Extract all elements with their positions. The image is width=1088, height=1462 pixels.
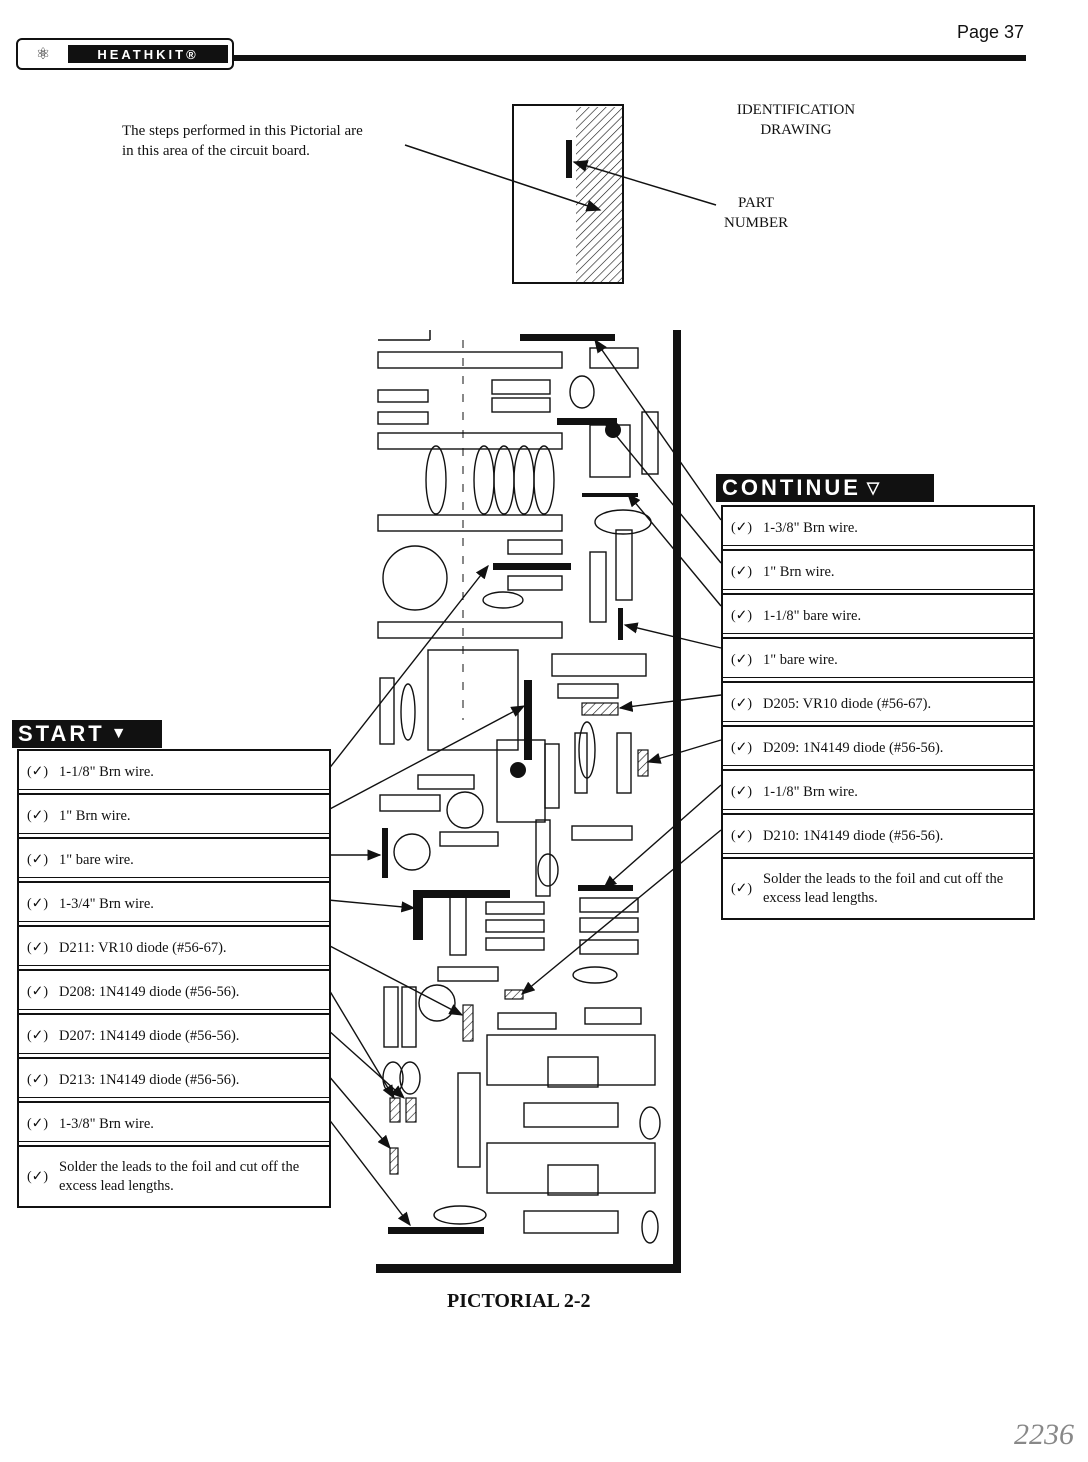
continue-step-3: (✓) 1-1/8" bare wire. [723,595,1033,639]
header-rule [230,55,1026,61]
checkbox[interactable]: (✓) [27,1028,49,1044]
step-text: D209: 1N4149 diode (#56-56). [763,740,944,756]
installed-wires [382,334,638,1234]
start-step-2: (✓) 1" Brn wire. [19,795,329,839]
step-text: 1-1/8" Brn wire. [763,784,858,800]
page-number: Page 37 [956,22,1024,42]
step-text: 1" bare wire. [59,852,134,868]
checkbox[interactable]: (✓) [27,764,49,780]
continue-step-2: (✓) 1" Brn wire. [723,551,1033,595]
checkbox[interactable]: (✓) [27,940,49,956]
checkbox[interactable]: (✓) [731,881,753,896]
checkbox[interactable]: (✓) [731,652,753,668]
step-text: 1-1/8" bare wire. [763,608,862,624]
continue-step-7: (✓) 1-1/8" Brn wire. [723,771,1033,815]
start-banner-label: START [18,721,105,746]
continue-banner-label: CONTINUE [722,475,861,500]
checkbox[interactable]: (✓) [27,1072,49,1088]
start-step-5: (✓) D211: VR10 diode (#56-67). [19,927,329,971]
intro-text: The steps performed in this Pictorial ar… [122,121,452,161]
handwritten-note: 2236 [1014,1418,1074,1451]
part-number-label: PART NUMBER [724,193,788,233]
start-step-8: (✓) D213: 1N4149 diode (#56-56). [19,1059,329,1103]
checkbox[interactable]: (✓) [731,564,753,580]
board-outline [376,330,681,1273]
step-text: Solder the leads to the foil and cut off… [59,1159,300,1194]
checkbox[interactable]: (✓) [731,608,753,624]
arrow-down-icon: ▼ [110,725,130,742]
installed-diodes [389,702,649,1175]
checkbox[interactable]: (✓) [731,784,753,800]
step-text: 1-3/8" Brn wire. [763,520,858,536]
start-steps: (✓) 1-1/8" Brn wire. (✓) 1" Brn wire. (✓) 1… [17,749,331,1208]
checkbox[interactable]: (✓) [27,808,49,824]
part-line-2: NUMBER [724,215,789,231]
heathkit-logo: ⚛ HEATHKIT® [16,38,234,70]
atom-icon: ⚛ [35,46,51,63]
checkbox[interactable]: (✓) [27,1169,49,1184]
logo-text: HEATHKIT® [68,45,228,63]
start-step-7: (✓) D207: 1N4149 diode (#56-56). [19,1015,329,1059]
start-step-10: (✓) Solder the leads to the foil and cut … [19,1147,329,1206]
continue-step-8: (✓) D210: 1N4149 diode (#56-56). [723,815,1033,859]
continue-step-6: (✓) D209: 1N4149 diode (#56-56). [723,727,1033,771]
step-text: D207: 1N4149 diode (#56-56). [59,1028,240,1044]
continue-step-4: (✓) 1" bare wire. [723,639,1033,683]
identification-drawing [404,104,717,284]
checkbox[interactable]: (✓) [27,1116,49,1132]
part-line-1: PART [738,195,775,211]
continue-banner: CONTINUE ▽ [716,474,934,502]
checkbox[interactable]: (✓) [27,984,49,1000]
checkbox[interactable]: (✓) [731,696,753,712]
step-text: 1-3/4" Brn wire. [59,896,154,912]
step-text: D211: VR10 diode (#56-67). [59,940,227,956]
identification-line-2: DRAWING [760,122,832,138]
step-text: D213: 1N4149 diode (#56-56). [59,1072,240,1088]
arrow-down-outline-icon: ▽ [866,480,883,497]
continue-step-9: (✓) Solder the leads to the foil and cut … [723,859,1033,918]
continue-step-5: (✓) D205: VR10 diode (#56-67). [723,683,1033,727]
identification-line-1: IDENTIFICATION [736,102,856,118]
step-text: D210: 1N4149 diode (#56-56). [763,828,944,844]
step-text: 1-1/8" Brn wire. [59,764,154,780]
step-text: Solder the leads to the foil and cut off… [763,871,1004,906]
step-text: 1" Brn wire. [59,808,131,824]
step-text: 1-3/8" Brn wire. [59,1116,154,1132]
pictorial-caption: PICTORIAL 2-2 [447,1290,591,1312]
identification-label: IDENTIFICATION DRAWING [726,100,866,140]
continue-steps: (✓) 1-3/8" Brn wire. (✓) 1" Brn wire. (✓) 1… [721,505,1035,920]
continue-step-1: (✓) 1-3/8" Brn wire. [723,507,1033,551]
start-step-6: (✓) D208: 1N4149 diode (#56-56). [19,971,329,1015]
board-components [377,347,661,1244]
start-leader-lines [327,564,526,1227]
step-text: 1" bare wire. [763,652,838,668]
step-text: D205: VR10 diode (#56-67). [763,696,932,712]
start-banner: START ▼ [12,720,162,748]
step-text: 1" Brn wire. [763,564,835,580]
checkbox[interactable]: (✓) [27,896,49,912]
checkbox[interactable]: (✓) [27,852,49,868]
start-step-3: (✓) 1" bare wire. [19,839,329,883]
checkbox[interactable]: (✓) [731,520,753,536]
continue-leader-lines [520,338,722,995]
intro-line-2: in this area of the circuit board. [122,143,310,159]
start-step-4: (✓) 1-3/4" Brn wire. [19,883,329,927]
checkbox[interactable]: (✓) [731,740,753,756]
start-step-1: (✓) 1-1/8" Brn wire. [19,751,329,795]
start-step-9: (✓) 1-3/8" Brn wire. [19,1103,329,1147]
intro-line-1: The steps performed in this Pictorial ar… [122,123,363,139]
step-text: D208: 1N4149 diode (#56-56). [59,984,240,1000]
checkbox[interactable]: (✓) [731,828,753,844]
